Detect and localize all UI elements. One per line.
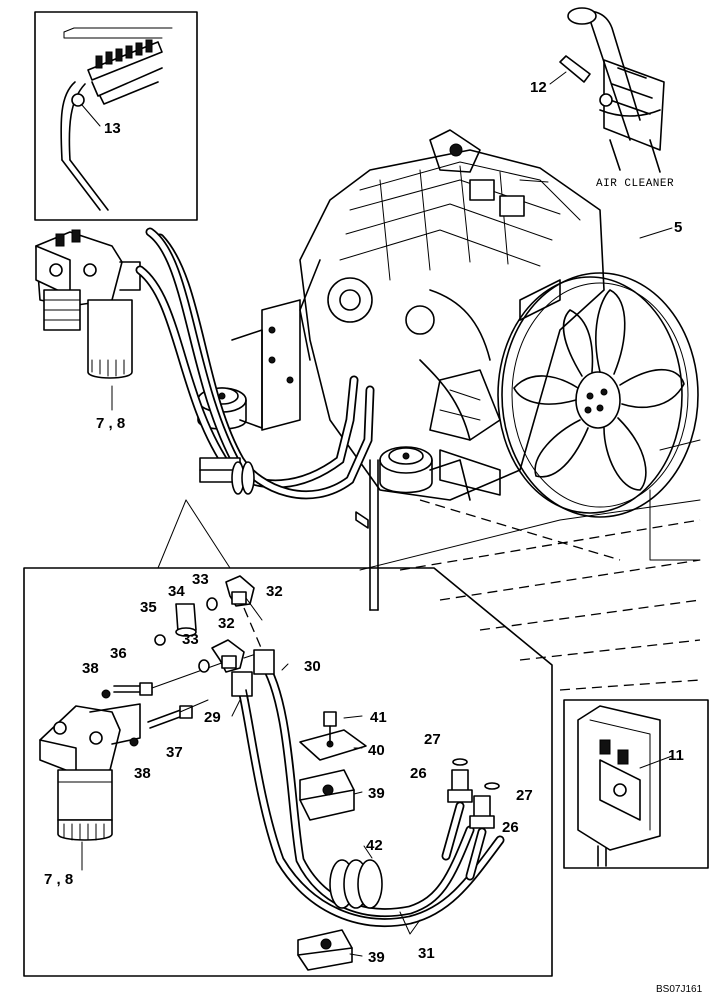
fittings-26-27 [441, 758, 500, 881]
detail-panel-frame [23, 499, 553, 977]
callout-37: 37 [166, 744, 183, 761]
callout-7-8-bottom: 7 , 8 [44, 871, 73, 888]
bolts-36-37 [113, 659, 231, 729]
inset-fuel-pump [563, 699, 709, 869]
washer-38b [129, 737, 139, 747]
vertical-pipe [355, 459, 379, 611]
fuel-filter-top [35, 229, 141, 379]
air-cleaner-label: AIR CLEANER [596, 178, 674, 190]
callout-32a: 32 [266, 583, 283, 600]
callout-12: 12 [530, 79, 547, 96]
callout-40: 40 [368, 742, 385, 759]
callout-labels: 13 12 5 7 , 8 34 33 32 35 32 33 36 38 30… [44, 79, 684, 966]
inset-fuel-injector-lines [34, 11, 198, 221]
clamp-and-brackets [297, 711, 383, 971]
callout-27b: 27 [516, 787, 533, 804]
callout-34: 34 [168, 583, 185, 600]
frame-outline [359, 439, 701, 691]
callout-38a: 38 [82, 660, 99, 677]
callout-27a: 27 [424, 731, 441, 748]
callout-39a: 39 [368, 785, 385, 802]
callout-33b: 33 [182, 631, 199, 648]
callout-11: 11 [668, 747, 684, 764]
callout-7-8-top: 7 , 8 [96, 415, 125, 432]
callout-38b: 38 [134, 765, 151, 782]
callout-5: 5 [674, 219, 682, 236]
callout-32b: 32 [218, 615, 235, 632]
callout-13: 13 [104, 120, 121, 137]
callout-26b: 26 [502, 819, 519, 836]
callout-31: 31 [418, 945, 435, 962]
detail-hoses [231, 607, 505, 927]
callout-29: 29 [204, 709, 221, 726]
callout-26a: 26 [410, 765, 427, 782]
leader-12 [549, 71, 567, 85]
fuel-filter-detail [39, 703, 141, 841]
leader-5 [639, 227, 673, 239]
cooling-fan [497, 272, 699, 518]
callout-42: 42 [366, 837, 383, 854]
air-cleaner-pipe [559, 7, 665, 173]
callout-35: 35 [140, 599, 157, 616]
callout-36: 36 [110, 645, 127, 662]
engine-mount-right [379, 446, 471, 501]
washer-38a [101, 689, 111, 699]
callout-41: 41 [370, 709, 387, 726]
drawing-reference: BS07J161 [656, 984, 703, 995]
callout-30: 30 [304, 658, 321, 675]
engine-hoses [135, 227, 375, 500]
callout-39b: 39 [368, 949, 385, 966]
callout-33a: 33 [192, 571, 209, 588]
leader-lines [81, 385, 421, 957]
